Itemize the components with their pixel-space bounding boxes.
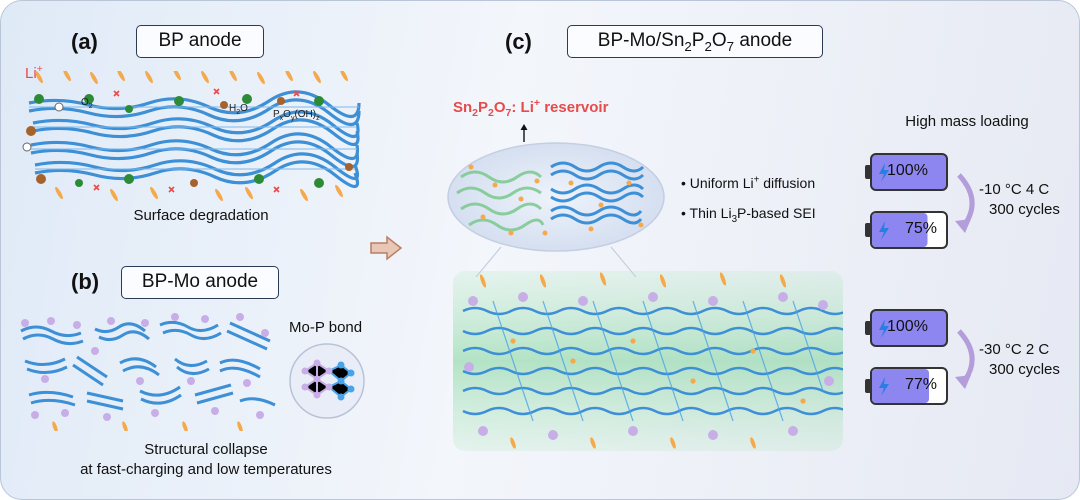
oxide-atoms	[22, 94, 353, 188]
li-ion-streaks-top	[35, 71, 348, 85]
battery-partial-icon	[865, 211, 948, 249]
interface-zoom-inset	[447, 142, 665, 277]
battery-partial-icon	[865, 367, 948, 405]
pxoy-oh-label: PxOy(OH)z	[273, 109, 320, 122]
panel-b-caption-line1: Structural collapse	[144, 441, 268, 458]
li-ion-label: Li+	[25, 63, 43, 82]
curved-arrow-icon	[955, 329, 975, 389]
battery-g1-top: 100%	[865, 151, 951, 198]
transition-arrow-icon	[370, 235, 403, 261]
h2o-label: H2O	[229, 103, 248, 116]
battery-g2-top: 100%	[865, 307, 951, 354]
bp-layers	[28, 90, 361, 189]
panel-b-caption-line2: at fast-charging and low temperatures	[80, 461, 332, 478]
bp-degradation-illustration	[22, 71, 361, 201]
battery-g1-top-label: 100%	[887, 162, 928, 179]
panel-a-letter: (a)	[71, 29, 98, 54]
panel-b-title: BP-Mo anode	[121, 266, 279, 299]
panel-a-title: BP anode	[136, 25, 264, 58]
group2-condition: -30 °C 2 C	[979, 341, 1050, 358]
mo-p-bond-label: Mo-P bond	[289, 319, 363, 336]
bullet-thin-sei: • Thin Li3P-based SEI	[681, 205, 816, 225]
bp-mo-collapsed-illustration	[20, 313, 276, 431]
o2-label: O2	[81, 97, 93, 110]
curved-arrow-icon	[955, 173, 975, 233]
battery-g2-top-label: 100%	[887, 318, 928, 335]
battery-g1-bottom-label: 75%	[905, 220, 938, 237]
battery-g1-fill	[872, 213, 928, 247]
group2-cycles: 300 cycles	[989, 361, 1060, 378]
li-reservoir-label: Sn2P2O7: Li+ reservoir	[453, 97, 609, 119]
panel-b-letter: (b)	[71, 269, 100, 294]
performance-heading: High mass loading	[905, 113, 1029, 130]
up-arrow-icon	[520, 124, 528, 142]
bp-mo-sn2p2o7-structure	[453, 271, 843, 451]
battery-full-icon	[865, 309, 948, 347]
mo-p-bond-inset	[289, 343, 365, 419]
battery-g1-bottom: 75%	[865, 209, 951, 256]
panel-c-title: BP-Mo/Sn2P2O7 anode	[567, 25, 823, 58]
battery-full-icon	[865, 153, 948, 191]
damage-marks	[93, 88, 300, 193]
li-ion-streaks-bottom	[55, 184, 343, 201]
bullet-uniform-diffusion: • Uniform Li+ diffusion	[681, 174, 816, 191]
battery-g2-fill	[872, 369, 929, 403]
battery-g2-bottom: 77%	[865, 365, 951, 412]
panel-a-caption: Surface degradation	[133, 207, 269, 224]
group1-cycles: 300 cycles	[989, 201, 1060, 218]
panel-c-letter: (c)	[505, 29, 532, 54]
battery-g2-bottom-label: 77%	[905, 376, 938, 393]
group1-condition: -10 °C 4 C	[979, 181, 1050, 198]
